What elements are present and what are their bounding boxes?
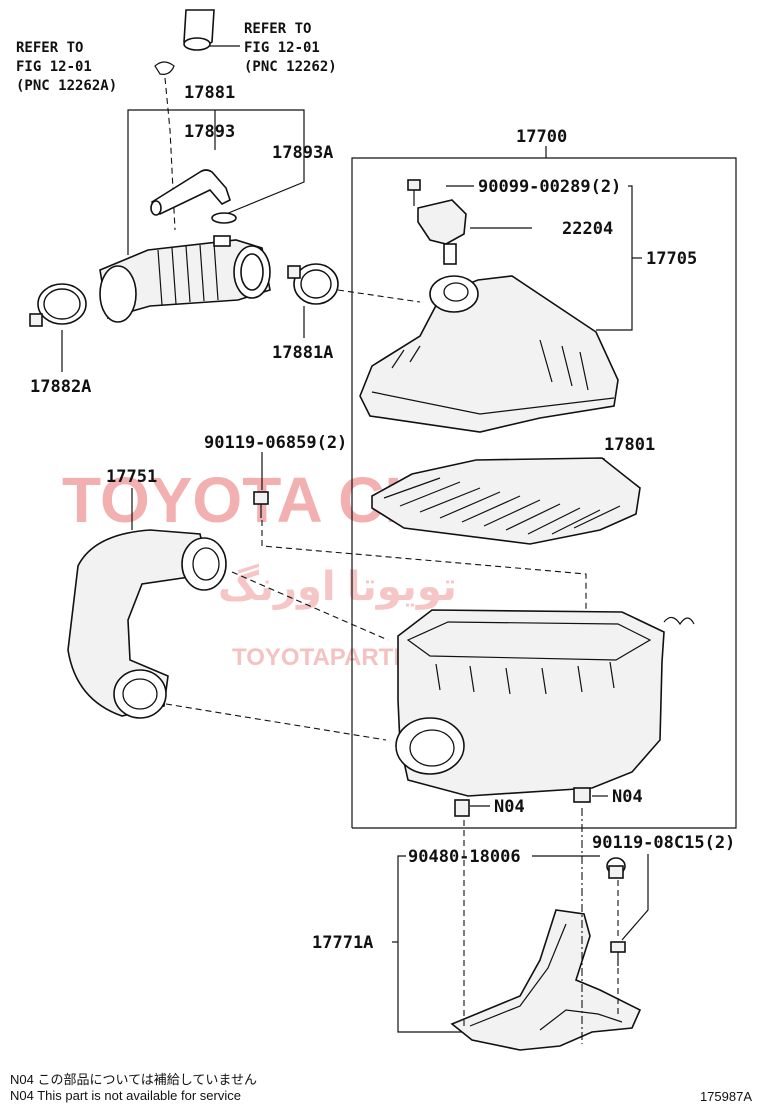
- label-refer-right-2: FIG 12-01: [244, 40, 320, 56]
- label-17801: 17801: [604, 435, 655, 455]
- grommet-n04-left: [454, 799, 470, 817]
- label-refer-left-1: REFER TO: [16, 40, 83, 56]
- figure-number: 175987A: [699, 1089, 752, 1104]
- label-17881A: 17881A: [272, 343, 333, 363]
- bolt-90119-08C15: [610, 941, 626, 966]
- hose-clip-small: [154, 61, 175, 75]
- air-filter-element-17801: [371, 457, 641, 545]
- watermark-arabic: تویوتا اورنگ: [218, 563, 457, 610]
- label-n04-right: N04: [612, 787, 643, 807]
- mass-air-flow-sensor-22204: [417, 199, 467, 265]
- hose-clamp-17881A: [287, 263, 339, 305]
- air-cleaner-cap: [359, 275, 619, 433]
- watermark-site: TOYOTAPARTIR: [232, 644, 417, 671]
- assembly-frame-17700: [351, 157, 737, 829]
- grommet-90480: [606, 857, 626, 879]
- label-17705: 17705: [646, 249, 697, 269]
- label-17893: 17893: [184, 122, 235, 142]
- label-refer-left-2: FIG 12-01: [16, 59, 92, 75]
- pcv-hose-top: [183, 9, 215, 51]
- label-90480-18006: 90480-18006: [408, 847, 521, 867]
- note-japanese: N04 この部品については補給していません: [10, 1072, 258, 1087]
- label-17893A: 17893A: [272, 143, 333, 163]
- label-n04-left: N04: [494, 797, 525, 817]
- label-17771A: 17771A: [312, 933, 373, 953]
- label-90119-06859: 90119-06859(2): [204, 433, 347, 453]
- label-refer-right-3: (PNC 12262): [244, 59, 337, 75]
- bracket-17771A: [450, 909, 642, 1051]
- intake-hose-17881: [99, 235, 271, 323]
- clip-17893A: [211, 212, 237, 224]
- bolt-90119-06859: [253, 491, 269, 518]
- label-17881: 17881: [184, 83, 235, 103]
- inlet-duct-17751: [67, 529, 227, 719]
- label-refer-right-1: REFER TO: [244, 21, 311, 37]
- vent-hose-17893: [150, 169, 231, 216]
- label-17882A: 17882A: [30, 377, 91, 397]
- screw-90099: [407, 179, 421, 206]
- grommet-n04-right: [573, 787, 591, 803]
- label-22204: 22204: [562, 219, 613, 239]
- label-17700: 17700: [516, 127, 567, 147]
- air-cleaner-case: [395, 609, 695, 797]
- label-90119-08C15: 90119-08C15(2): [592, 833, 735, 853]
- hose-clamp-17882A: [29, 283, 87, 327]
- label-17751: 17751: [106, 467, 157, 487]
- note-english: N04 This part is not available for servi…: [10, 1088, 241, 1103]
- label-90099-00289: 90099-00289(2): [478, 177, 621, 197]
- label-refer-left-3: (PNC 12262A): [16, 78, 117, 94]
